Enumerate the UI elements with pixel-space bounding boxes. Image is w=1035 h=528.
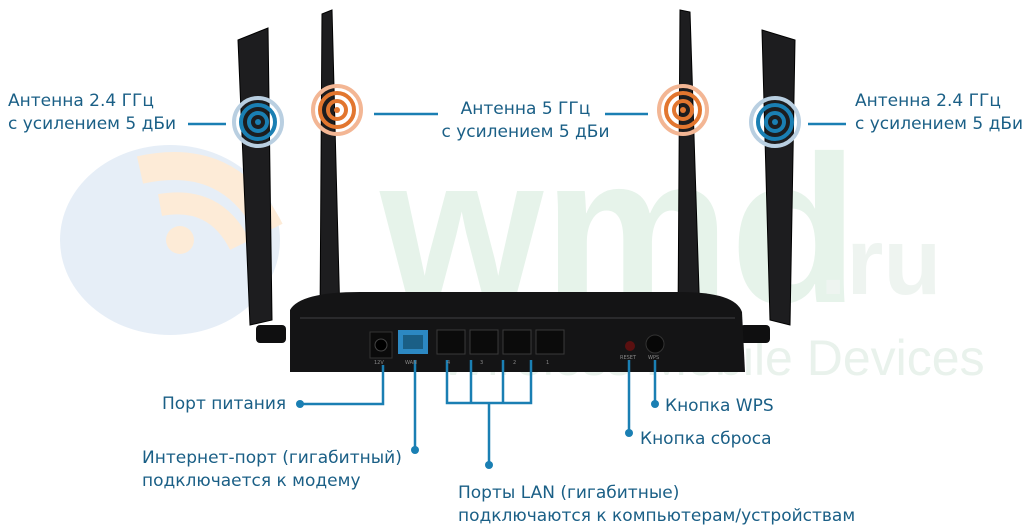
callout-line: с усилением 5 дБи <box>855 114 1024 134</box>
callout-line: с усилением 5 дБи <box>441 122 610 142</box>
callout-antenna-right: Антенна 2.4 ГГц с усилением 5 дБи <box>855 90 1023 136</box>
antenna-ring-left <box>232 96 284 148</box>
port-label-lan-2: 2 <box>513 360 517 366</box>
callout-line: Кнопка WPS <box>665 396 774 416</box>
callout-line: Антенна 2.4 ГГц <box>855 91 1001 111</box>
callout-line: подключается к модему <box>142 471 361 491</box>
callout-line: с усилением 5 дБи <box>8 114 177 134</box>
callout-lan-ports: Порты LAN (гигабитные) подключаются к ко… <box>458 482 855 528</box>
port-label-lan-1: 1 <box>546 360 550 366</box>
port-label-lan-4: 4 <box>447 360 451 366</box>
callout-line: Кнопка сброса <box>640 429 772 449</box>
callout-reset-button: Кнопка сброса <box>640 428 772 451</box>
callout-wps-button: Кнопка WPS <box>665 395 774 418</box>
port-label-reset: RESET <box>620 355 637 361</box>
callout-line: Порты LAN (гигабитные) <box>458 483 680 503</box>
callout-internet-port: Интернет-порт (гигабитный) подключается … <box>142 447 402 493</box>
port-label-wan: WAN <box>405 360 417 366</box>
callout-line: подключаются к компьютерам/устройствам <box>458 506 856 526</box>
callout-line: Интернет-порт (гигабитный) <box>142 448 402 468</box>
callout-power-port: Порт питания <box>162 393 286 416</box>
port-label-wps: WPS <box>648 355 660 361</box>
callout-line: Порт питания <box>162 394 287 414</box>
watermark-tld: .ru <box>820 209 942 315</box>
port-label-power: 12V <box>374 360 384 366</box>
callout-antenna-center: Антенна 5 ГГц с усилением 5 дБи <box>438 98 613 144</box>
callout-line: Антенна 2.4 ГГц <box>8 91 154 111</box>
callout-line: Антенна 5 ГГц <box>460 99 591 119</box>
callout-antenna-left: Антенна 2.4 ГГц с усилением 5 дБи <box>8 90 176 136</box>
port-label-lan-3: 3 <box>480 360 484 366</box>
